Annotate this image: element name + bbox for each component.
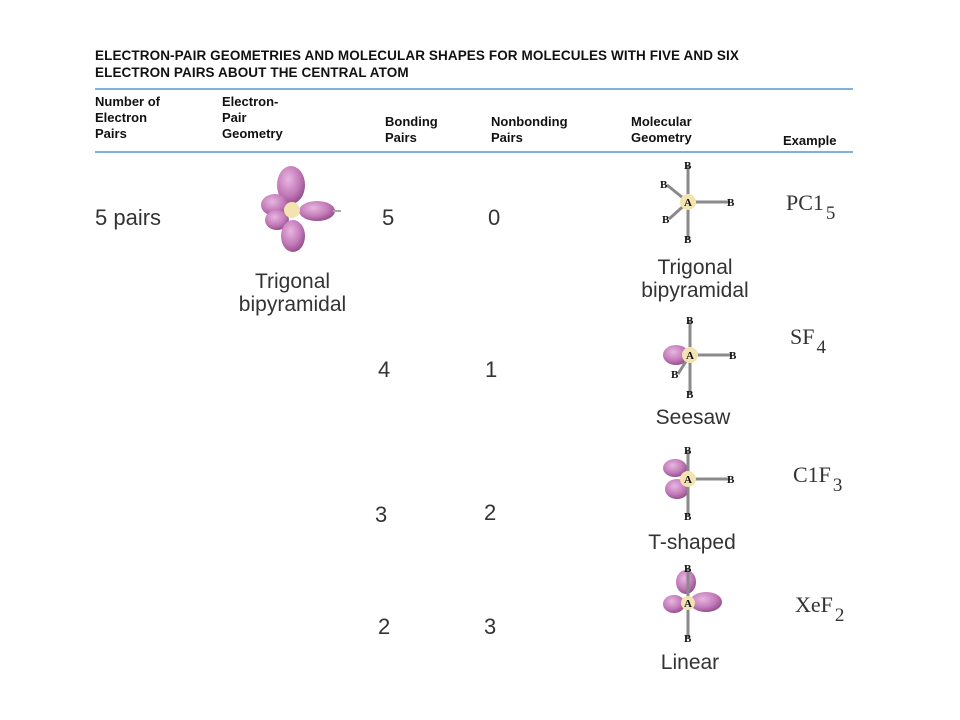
bonding-pairs-row-1: 5	[382, 205, 395, 230]
svg-text:B: B	[660, 179, 668, 191]
molecular-geometry-row-2: Seesaw	[655, 406, 731, 429]
nonbonding-pairs-row-1: 0	[488, 205, 501, 230]
svg-text:B: B	[727, 474, 735, 486]
electron-pairs-count: 5 pairs	[95, 205, 162, 230]
svg-text:B: B	[684, 234, 692, 246]
molecular-geometry-row-3: T-shaped	[648, 531, 736, 554]
svg-text:B: B	[727, 197, 735, 209]
svg-text:B: B	[684, 511, 692, 523]
bonding-pairs-row-2: 4	[378, 357, 391, 382]
nonbonding-pairs-row-2: 1	[485, 357, 498, 382]
svg-text:B: B	[671, 369, 679, 381]
header-top-rule	[95, 88, 853, 90]
table-title: ELECTRON-PAIR GEOMETRIES AND MOLECULAR S…	[95, 47, 895, 81]
svg-text:A: A	[684, 598, 692, 610]
seesaw-molecule-image: A B B B B	[663, 315, 737, 401]
svg-text:A: A	[684, 474, 692, 486]
linear-molecule-image: A B B	[663, 563, 722, 645]
svg-text:B: B	[684, 160, 692, 172]
bonding-pairs-row-3: 3	[375, 502, 388, 527]
svg-text:B: B	[684, 445, 692, 457]
t-shaped-molecule-image: A B B B	[663, 445, 735, 523]
title-line-1: ELECTRON-PAIR GEOMETRIES AND MOLECULAR S…	[95, 48, 739, 63]
bonding-pairs-row-4: 2	[378, 614, 391, 639]
svg-text:B: B	[662, 214, 670, 226]
title-line-2: ELECTRON PAIRS ABOUT THE CENTRAL ATOM	[95, 65, 409, 80]
svg-text:B: B	[729, 350, 737, 362]
nonbonding-pairs-row-3: 2	[484, 500, 497, 525]
header-bottom-rule	[95, 151, 853, 153]
trigonal-bipyramidal-molecule-image: A B B B B B	[660, 160, 735, 246]
svg-text:A: A	[684, 197, 692, 209]
trigonal-bipyramidal-electron-geometry-image	[261, 166, 341, 252]
header-example: Example	[783, 133, 837, 148]
svg-text:B: B	[686, 315, 694, 327]
nonbonding-pairs-row-4: 3	[484, 614, 497, 639]
svg-text:B: B	[686, 389, 694, 401]
svg-text:B: B	[684, 633, 692, 645]
svg-text:A: A	[686, 350, 694, 362]
molecular-geometry-row-4: Linear	[660, 651, 720, 674]
svg-text:B: B	[684, 563, 692, 575]
